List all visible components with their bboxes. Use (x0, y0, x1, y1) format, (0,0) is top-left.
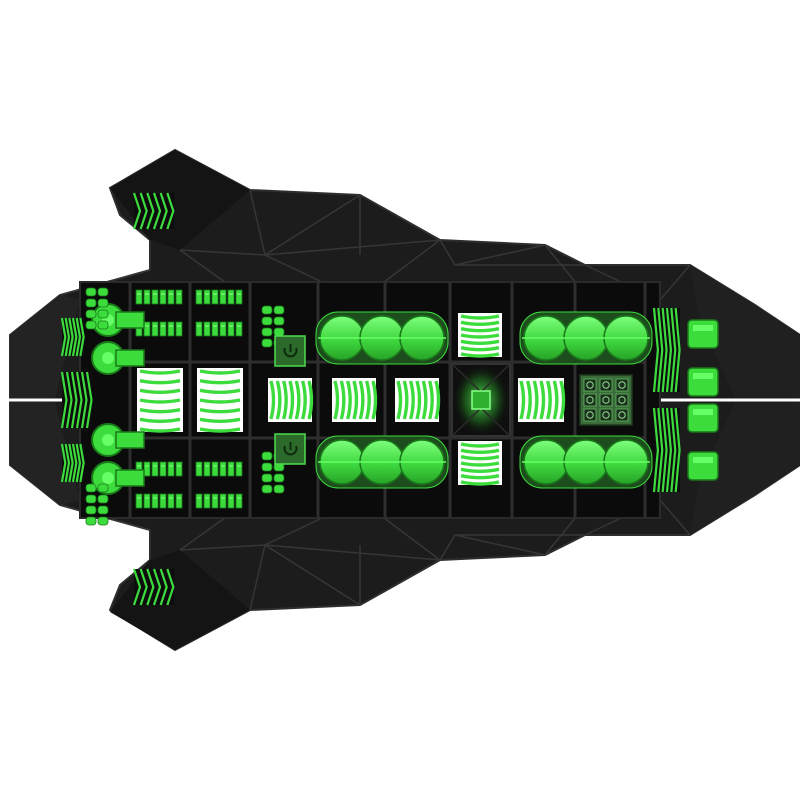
thruster-lower-2[interactable] (91, 461, 145, 495)
fin-grille-aft-center (60, 371, 93, 429)
side-stack-aft-bottom[interactable] (85, 483, 109, 526)
vent-grille-aft-1[interactable] (137, 368, 183, 433)
power-symbol-icon (283, 442, 298, 456)
control-button[interactable] (615, 378, 629, 392)
cargo-pod-row-top-left[interactable] (315, 311, 449, 365)
cargo-pods (315, 311, 653, 489)
cell-rack-6[interactable] (135, 493, 183, 509)
vent-grille-mid-1[interactable] (268, 378, 314, 422)
thruster-upper-2[interactable] (91, 341, 145, 375)
vent-grille-mid-4[interactable] (518, 378, 566, 422)
cell-rack-8[interactable] (195, 493, 243, 509)
control-button[interactable] (599, 393, 613, 407)
nose-module-1[interactable] (687, 319, 719, 349)
cargo-pod-row-bottom-right[interactable] (519, 435, 653, 489)
fin-grille-aft-lower (60, 443, 85, 483)
vent-grille-mid-3[interactable] (395, 378, 441, 422)
control-button[interactable] (615, 408, 629, 422)
fin-grille-fore-upper (652, 307, 681, 393)
fin-grilles (132, 192, 175, 606)
fin-grille-upper (132, 192, 175, 230)
control-button[interactable] (583, 408, 597, 422)
cell-rack-1[interactable] (135, 289, 183, 305)
control-button[interactable] (615, 393, 629, 407)
control-button[interactable] (599, 378, 613, 392)
power-node-top[interactable] (274, 335, 306, 367)
vent-grille-lower[interactable] (458, 441, 502, 486)
vent-grille-upper[interactable] (458, 313, 502, 358)
side-stack-aft-top[interactable] (85, 287, 109, 330)
cell-racks (135, 289, 243, 509)
nose-plate-top (690, 265, 800, 398)
control-button[interactable] (583, 393, 597, 407)
fin-grille-fore-lower (652, 407, 681, 493)
cell-rack-7[interactable] (195, 461, 243, 477)
nose-plate-bottom (690, 402, 800, 535)
thruster-lower-1[interactable] (91, 423, 145, 457)
cell-rack-3[interactable] (195, 289, 243, 305)
fin-grille-aft-upper (60, 317, 85, 357)
control-panel[interactable] (579, 374, 633, 426)
vent-grilles (137, 313, 566, 486)
power-symbol-icon (283, 344, 298, 358)
cell-rack-4[interactable] (195, 321, 243, 337)
nose-module-2[interactable] (687, 367, 719, 397)
power-node-bottom[interactable] (274, 433, 306, 465)
fin-grille-lower (132, 568, 175, 606)
vent-grille-mid-2[interactable] (332, 378, 378, 422)
control-button[interactable] (599, 408, 613, 422)
control-button[interactable] (583, 378, 597, 392)
nose-modules (652, 307, 719, 493)
vent-grille-aft-2[interactable] (197, 368, 243, 433)
cell-rack-5[interactable] (135, 461, 183, 477)
cargo-pod-row-top-right[interactable] (519, 311, 653, 365)
nose-module-4[interactable] (687, 451, 719, 481)
reactor-core-icon (471, 390, 491, 410)
nose-module-3[interactable] (687, 403, 719, 433)
reactor-core[interactable] (451, 363, 511, 437)
cargo-pod-row-bottom-left[interactable] (315, 435, 449, 489)
